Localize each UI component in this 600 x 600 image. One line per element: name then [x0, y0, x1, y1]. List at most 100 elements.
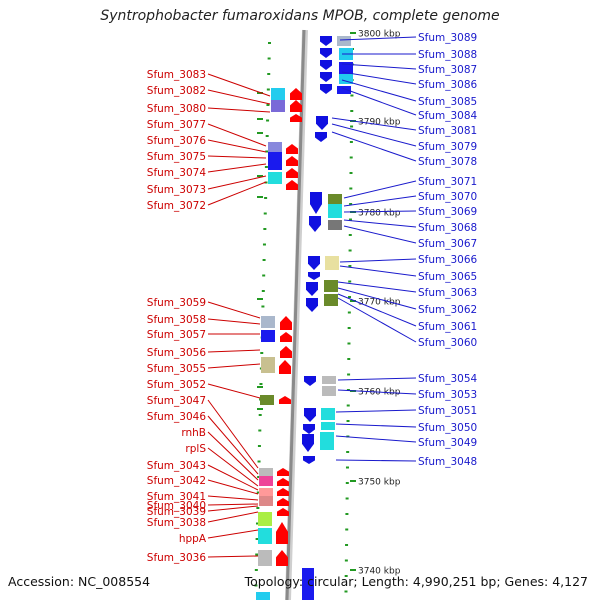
scale-tick — [350, 32, 356, 34]
forward-gene-feature — [279, 360, 291, 374]
cog-color-box — [328, 194, 342, 204]
scale-tick — [350, 480, 356, 482]
forward-gene-label: Sfum_3040 — [147, 500, 206, 512]
forward-gene-label: Sfum_3083 — [147, 69, 206, 81]
forward-gene-label: Sfum_3056 — [147, 347, 207, 359]
label-leader-line — [339, 258, 417, 263]
label-leader-line — [207, 181, 267, 206]
tick-dot — [344, 575, 348, 577]
reverse-gene-label: Sfum_3048 — [418, 456, 477, 468]
cog-color-box — [258, 512, 272, 526]
tick-dot — [257, 476, 261, 478]
tick-dot — [350, 110, 354, 112]
label-leader-line — [343, 219, 417, 228]
reverse-gene-label: Sfum_3063 — [418, 287, 477, 299]
label-leader-line — [341, 87, 417, 116]
label-leader-line — [207, 383, 261, 399]
forward-gene-label: Sfum_3042 — [147, 475, 206, 487]
scale-tick — [257, 118, 263, 120]
tick-dot — [347, 311, 351, 314]
tick-dot — [255, 538, 259, 540]
forward-gene-label: Sfum_3076 — [147, 135, 207, 147]
reverse-gene-label: Sfum_3089 — [418, 32, 477, 44]
scale-label: 3770 kbp — [358, 298, 401, 308]
cog-color-box — [260, 395, 274, 405]
label-leader-line — [207, 139, 267, 153]
reverse-gene-feature — [320, 60, 332, 70]
forward-gene-label: Sfum_3043 — [147, 460, 206, 472]
tick-dot — [346, 451, 350, 453]
forward-gene-label: Sfum_3036 — [147, 552, 207, 564]
reverse-gene-feature — [320, 36, 332, 46]
tick-dot — [347, 358, 351, 360]
scale-tick — [257, 196, 263, 198]
reverse-gene-label: Sfum_3049 — [418, 437, 477, 449]
reverse-gene-label: Sfum_3088 — [418, 49, 477, 61]
tick-dot — [350, 94, 354, 97]
label-leader-line — [337, 293, 417, 327]
tick-dot — [267, 57, 271, 60]
forward-gene-label: Sfum_3074 — [147, 167, 207, 179]
reverse-gene-feature — [320, 72, 332, 82]
tick-dot — [262, 243, 266, 246]
scale-label: 3750 kbp — [358, 478, 401, 488]
forward-gene-feature — [286, 156, 298, 166]
forward-gene-feature — [277, 468, 289, 476]
forward-gene-label: Sfum_3072 — [147, 200, 206, 212]
reverse-gene-feature — [308, 256, 320, 270]
reverse-gene-feature — [316, 116, 328, 130]
accession-text: Accession: NC_008554 — [8, 574, 151, 589]
tick-dot — [266, 119, 270, 122]
tick-dot — [267, 73, 271, 75]
label-leader-line — [207, 511, 259, 523]
reverse-gene-label: Sfum_3065 — [418, 271, 477, 283]
reverse-gene-label: Sfum_3062 — [418, 304, 477, 316]
label-leader-line — [337, 377, 417, 381]
cog-color-box — [302, 568, 314, 600]
forward-gene-label: rplS — [185, 443, 206, 455]
tick-dot — [255, 522, 259, 525]
reverse-gene-feature — [302, 434, 314, 452]
label-leader-line — [337, 297, 417, 343]
cog-color-box — [271, 88, 285, 100]
cog-color-box — [271, 100, 285, 112]
tick-dot — [346, 404, 350, 407]
reverse-gene-label: Sfum_3078 — [418, 156, 477, 168]
reverse-gene-label: Sfum_3068 — [418, 222, 477, 234]
forward-gene-label: Sfum_3059 — [147, 297, 206, 309]
tick-dot — [268, 42, 271, 44]
cog-color-box — [328, 220, 342, 230]
genome-summary-text: Topology: circular; Length: 4,990,251 bp… — [244, 574, 588, 589]
tick-dot — [256, 507, 260, 509]
cog-color-box — [268, 172, 282, 184]
scale-label: 3790 kbp — [358, 118, 401, 128]
scale-tick — [257, 298, 263, 300]
label-leader-line — [331, 117, 417, 131]
label-leader-line — [343, 225, 417, 244]
forward-gene-label: Sfum_3080 — [147, 103, 206, 115]
reverse-gene-label: Sfum_3054 — [418, 373, 478, 385]
reverse-gene-feature — [309, 216, 321, 232]
tick-dot — [349, 141, 353, 143]
label-leader-line — [207, 155, 267, 159]
scale-tick — [257, 408, 263, 410]
label-leader-line — [331, 123, 417, 147]
tick-dot — [348, 249, 352, 252]
label-leader-line — [341, 79, 417, 102]
scale-tick — [257, 92, 263, 94]
label-leader-line — [337, 287, 417, 310]
label-leader-line — [343, 180, 417, 199]
label-leader-line — [335, 409, 417, 413]
reverse-gene-label: Sfum_3071 — [418, 176, 477, 188]
tick-dot — [350, 125, 354, 128]
forward-gene-feature — [276, 550, 288, 566]
reverse-gene-feature — [306, 282, 318, 296]
tick-dot — [349, 156, 353, 159]
tick-dot — [254, 584, 258, 587]
forward-gene-label: Sfum_3041 — [147, 491, 206, 503]
reverse-gene-feature — [320, 48, 332, 58]
scale-tick — [350, 300, 356, 302]
scale-label: 3780 kbp — [358, 209, 401, 219]
forward-gene-label: Sfum_3038 — [147, 517, 206, 529]
forward-gene-label: hppA — [179, 533, 207, 545]
